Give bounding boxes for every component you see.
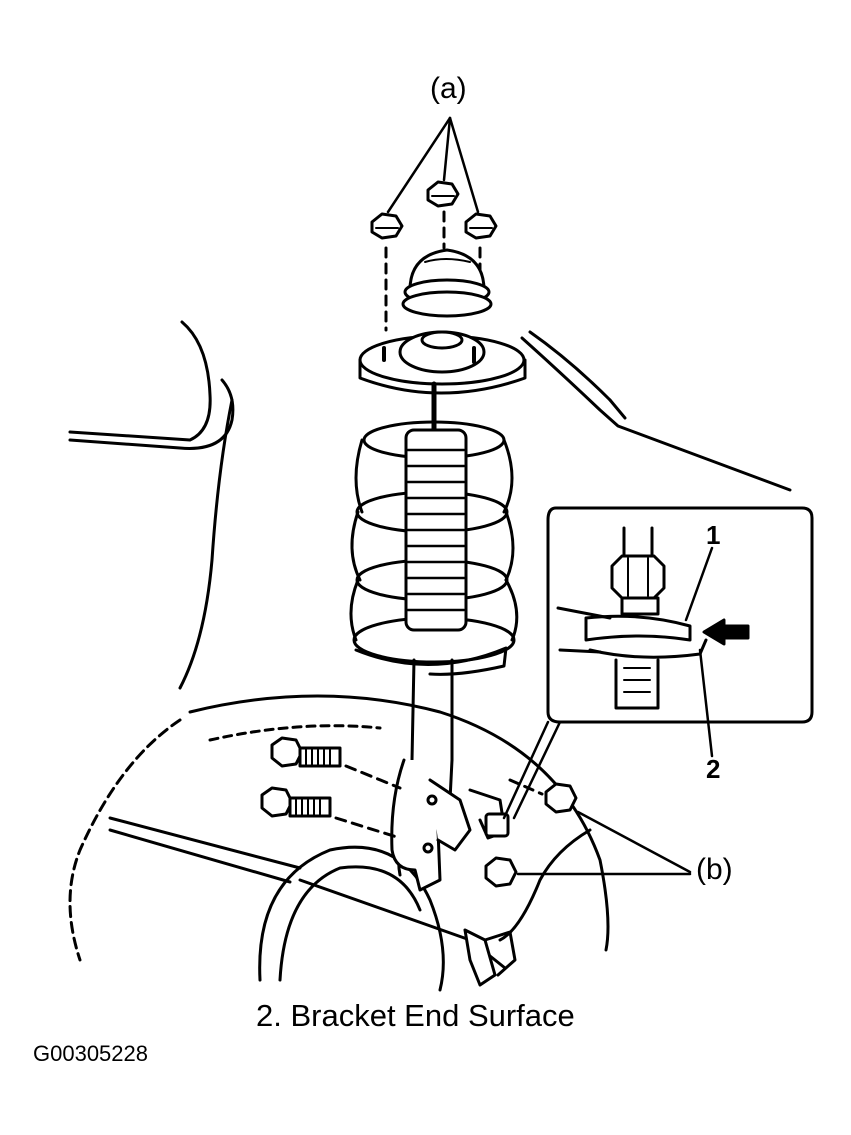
lower-bolt bbox=[260, 786, 402, 840]
label-a: (a) bbox=[430, 72, 467, 105]
detail-inset bbox=[502, 506, 814, 820]
body-panel-outline bbox=[68, 320, 792, 690]
upper-mount-nuts bbox=[370, 116, 498, 332]
upper-nut-left bbox=[370, 212, 404, 332]
upper-bracket-nut bbox=[508, 778, 578, 814]
bracket-nuts bbox=[484, 778, 692, 888]
drive-shaft bbox=[108, 816, 592, 970]
callout-2: 2 bbox=[706, 754, 721, 784]
wheel-well-outline bbox=[68, 694, 610, 962]
label-b: (b) bbox=[696, 853, 733, 886]
upper-mount-plate bbox=[358, 330, 527, 395]
lower-bracket-nut bbox=[484, 856, 518, 888]
figure-id: G00305228 bbox=[33, 1041, 148, 1066]
upper-bolt bbox=[270, 736, 402, 790]
figure-caption: 2. Bracket End Surface bbox=[256, 998, 575, 1033]
callout-1: 1 bbox=[706, 520, 721, 550]
strut-bracket bbox=[390, 758, 510, 892]
upper-nut-center bbox=[426, 180, 460, 250]
strut-dust-cap bbox=[401, 248, 493, 318]
strut-shock-absorber bbox=[354, 381, 508, 762]
strut-bolts bbox=[260, 736, 402, 840]
